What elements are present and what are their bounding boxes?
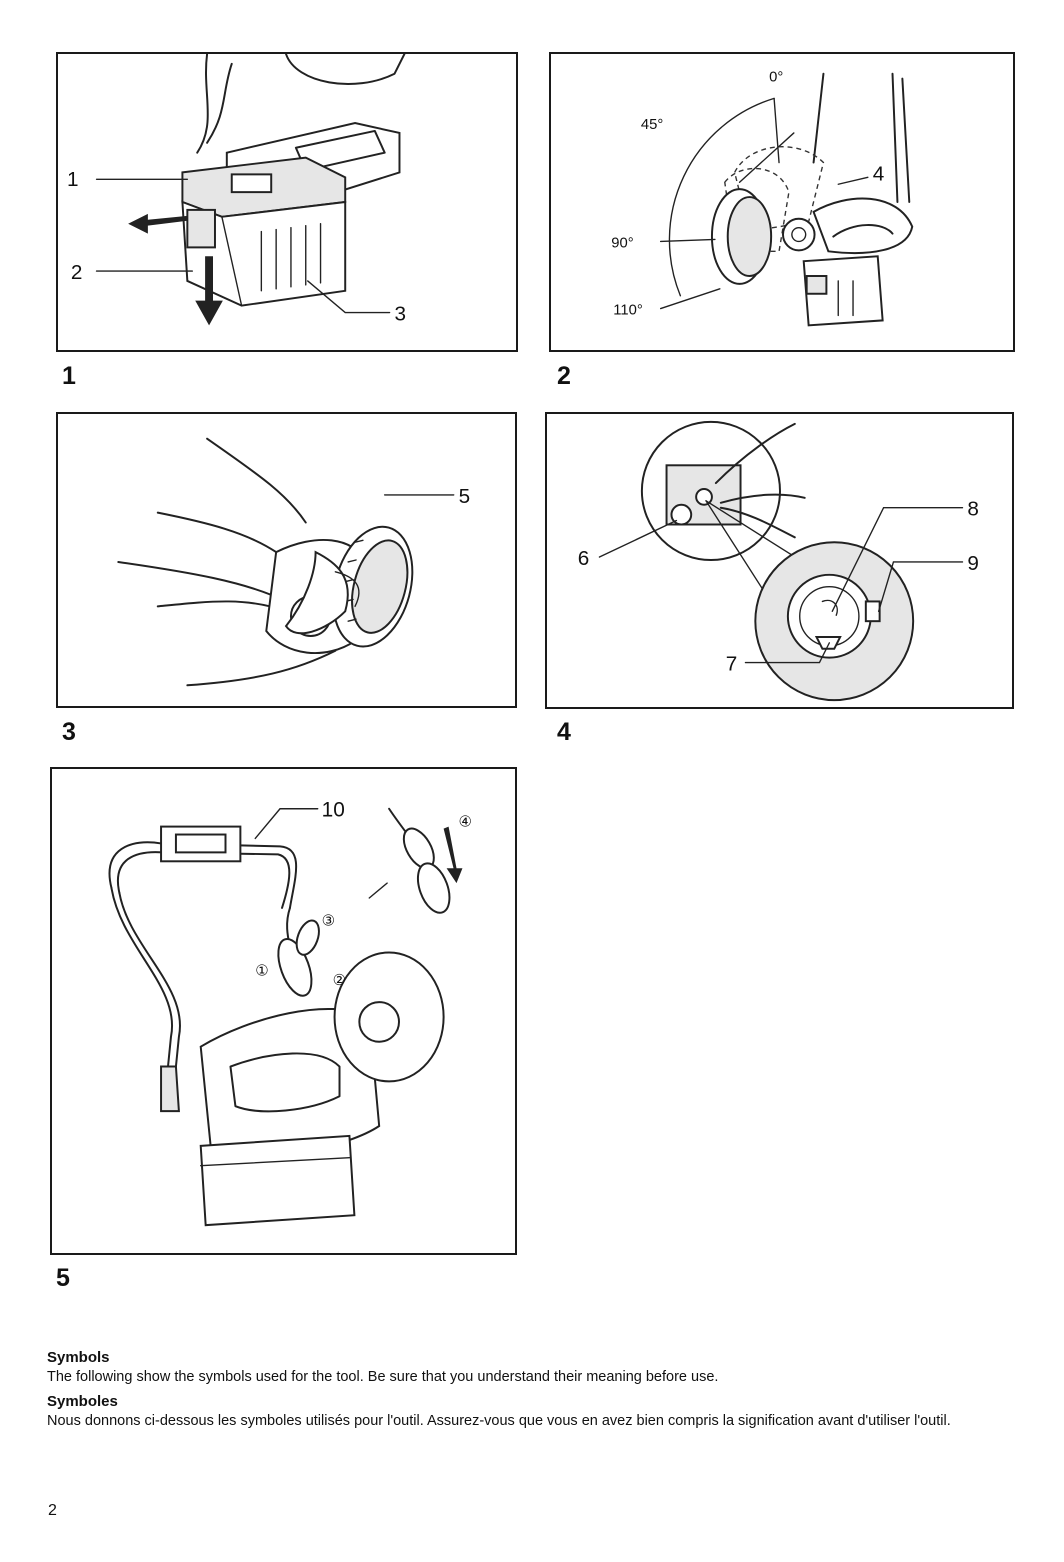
figure-1-panel: 1 2 3	[56, 52, 518, 352]
angle-90: 90°	[611, 235, 633, 251]
figure-4-number: 4	[557, 718, 571, 746]
angle-0: 0°	[769, 70, 783, 86]
figure-4-illustration: 6 7 8 9	[578, 420, 979, 702]
step-4: ④	[458, 815, 471, 831]
callout-6: 6	[578, 547, 590, 570]
figure-3-panel: 5	[56, 412, 517, 708]
callout-9: 9	[967, 552, 979, 575]
figure-2-illustration: 0° 45° 90° 110° 4	[611, 70, 914, 327]
page-number: 2	[48, 1502, 57, 1519]
figure-5-panel: 10 ① ② ③ ④	[50, 767, 517, 1255]
symbols-text-fr: Nous donnons ci-dessous les symboles uti…	[47, 1412, 951, 1429]
figure-5-illustration: 10 ① ② ③ ④	[108, 799, 472, 1227]
angle-45: 45°	[641, 117, 663, 133]
callout-1: 1	[67, 168, 79, 191]
figure-2-panel: 0° 45° 90° 110° 4	[549, 52, 1015, 352]
callout-2: 2	[71, 261, 83, 284]
callout-5: 5	[459, 485, 471, 508]
figure-1-illustration: 1 2 3	[67, 54, 407, 325]
symbols-heading-fr: Symboles	[47, 1392, 118, 1410]
angle-110: 110°	[613, 302, 643, 318]
callout-4: 4	[873, 162, 885, 185]
callout-10: 10	[322, 799, 345, 822]
symbols-text-en: The following show the symbols used for …	[47, 1369, 719, 1385]
figure-4-panel: 6 7 8 9	[545, 412, 1014, 709]
figure-5-number: 5	[56, 1264, 70, 1292]
step-1: ①	[255, 963, 268, 979]
symbols-section: Symbols The following show the symbols u…	[47, 1349, 1022, 1437]
figure-1-number: 1	[62, 362, 76, 390]
step-2: ②	[333, 973, 346, 989]
callout-7: 7	[726, 652, 738, 675]
callout-3: 3	[395, 302, 407, 325]
symbols-heading-en: Symbols	[47, 1349, 110, 1366]
callout-8: 8	[967, 498, 979, 521]
figure-2-number: 2	[557, 362, 571, 390]
figure-3-number: 3	[62, 718, 76, 746]
figure-3-illustration: 5	[117, 437, 471, 687]
step-3: ③	[322, 914, 335, 930]
